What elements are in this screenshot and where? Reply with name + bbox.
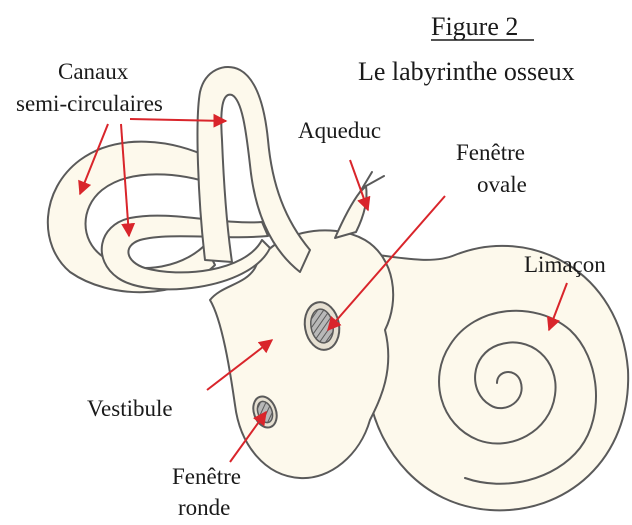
label-fenetre-ovale-line1: Fenêtre	[456, 140, 525, 165]
label-limacon: Limaçon	[524, 252, 606, 277]
label-vestibule: Vestibule	[87, 396, 173, 421]
label-fenetre-ronde-line2: ronde	[178, 495, 230, 520]
aqueduct	[335, 172, 384, 238]
figure-title: Le labyrinthe osseux	[358, 57, 575, 86]
label-fenetre-ovale-line2: ovale	[477, 172, 527, 197]
label-canaux-line1: Canaux	[58, 59, 129, 84]
label-fenetre-ronde-line1: Fenêtre	[172, 464, 241, 489]
label-canaux-line2: semi-circulaires	[16, 91, 163, 116]
figure-number: Figure 2	[431, 12, 518, 41]
label-aqueduc: Aqueduc	[298, 118, 381, 143]
